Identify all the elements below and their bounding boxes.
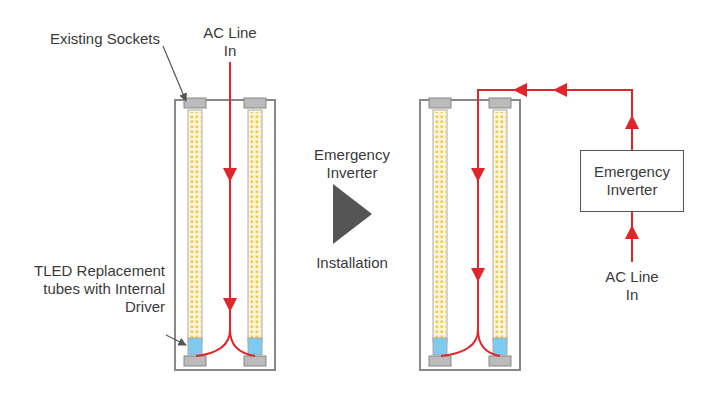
- ac-wire: [196, 62, 255, 356]
- transition-arrow: [333, 184, 372, 244]
- callout-label: Existing Sockets: [40, 30, 160, 48]
- callout-label: TLED Replacement tubes with Internal Dri…: [10, 262, 165, 316]
- inverter-wire: [441, 90, 632, 356]
- leader-line: [166, 335, 186, 345]
- leader-line: [163, 46, 186, 101]
- light-fixture: [175, 98, 275, 370]
- box-text: Emergency Inverter: [587, 163, 677, 199]
- light-fixture: [420, 98, 520, 370]
- inverter-box: Emergency Inverter: [580, 150, 684, 212]
- input-label: AC Line In: [602, 268, 662, 304]
- input-label: AC Line In: [200, 24, 260, 60]
- step-label: Emergency Inverter: [300, 146, 404, 182]
- step-label: Installation: [300, 254, 404, 272]
